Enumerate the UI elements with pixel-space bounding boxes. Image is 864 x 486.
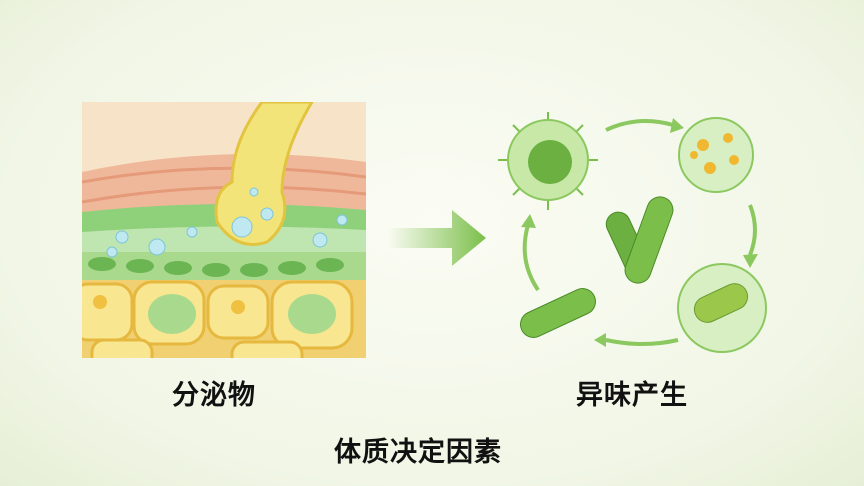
odor-production-label: 异味产生 (576, 380, 688, 411)
skin-gland-secretion-illustration (82, 102, 366, 358)
right-arrow-icon (388, 210, 486, 266)
constitution-factor-caption: 体质决定因素 (334, 437, 502, 468)
secretion-label: 分泌物 (172, 380, 256, 411)
bacteria-odor-cycle-illustration (498, 112, 767, 353)
